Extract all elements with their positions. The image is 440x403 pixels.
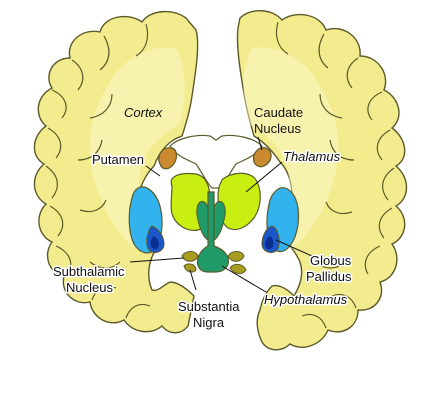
label-caudate-nucleus-line2: Nucleus xyxy=(254,121,301,136)
substantia-nigra-leader xyxy=(189,269,197,291)
left-hemisphere xyxy=(33,11,199,334)
hypothalamus-branch-left xyxy=(196,201,209,241)
label-globus-pallidus-line1: Globus xyxy=(310,253,352,268)
caudate-nucleus-right xyxy=(253,147,272,168)
hypothalamus-branch-right xyxy=(213,201,226,241)
thalamus-right xyxy=(217,172,261,231)
label-subthalamic-nucleus-line2: Nucleus xyxy=(66,280,113,295)
subthalamic-leader xyxy=(129,257,185,263)
hypothalamus xyxy=(196,191,229,273)
label-globus-pallidus-line2: Pallidus xyxy=(306,269,352,284)
label-substantia-nigra-line2: Nigra xyxy=(193,315,225,330)
right-hemisphere xyxy=(236,10,408,351)
right-white-matter xyxy=(243,47,339,252)
globus-pallidus-right-core xyxy=(265,236,274,250)
label-caudate-nucleus-line1: Caudate xyxy=(254,105,303,120)
right-sulci xyxy=(275,21,395,329)
subthalamic-nucleus-right xyxy=(227,251,245,262)
label-thalamus: Thalamus xyxy=(283,149,341,164)
lateral-ventricles xyxy=(169,134,263,189)
caudate-leader xyxy=(257,136,263,151)
globus-pallidus-leader xyxy=(275,239,313,257)
left-white-matter xyxy=(89,47,185,252)
subthalamic-nucleus-left-2 xyxy=(183,263,197,273)
label-cortex: Cortex xyxy=(124,105,163,120)
leader-lines xyxy=(129,136,313,293)
caudate-nucleus-left xyxy=(158,147,178,170)
label-hypothalamus: Hypothalamus xyxy=(264,292,348,307)
label-subthalamic-nucleus-line1: Subthalamic xyxy=(53,264,125,279)
globus-pallidus-left-core xyxy=(150,236,159,250)
label-substantia-nigra-line1: Substantia xyxy=(178,299,240,314)
putamen-leader xyxy=(145,165,161,177)
subthalamic-nucleus-left xyxy=(181,251,199,262)
subthalamic-nucleus-right-2 xyxy=(229,263,247,275)
hypothalamus-leader xyxy=(221,265,267,293)
label-putamen: Putamen xyxy=(92,152,144,167)
left-sulci xyxy=(45,23,151,319)
thalamus-leader xyxy=(245,161,283,193)
